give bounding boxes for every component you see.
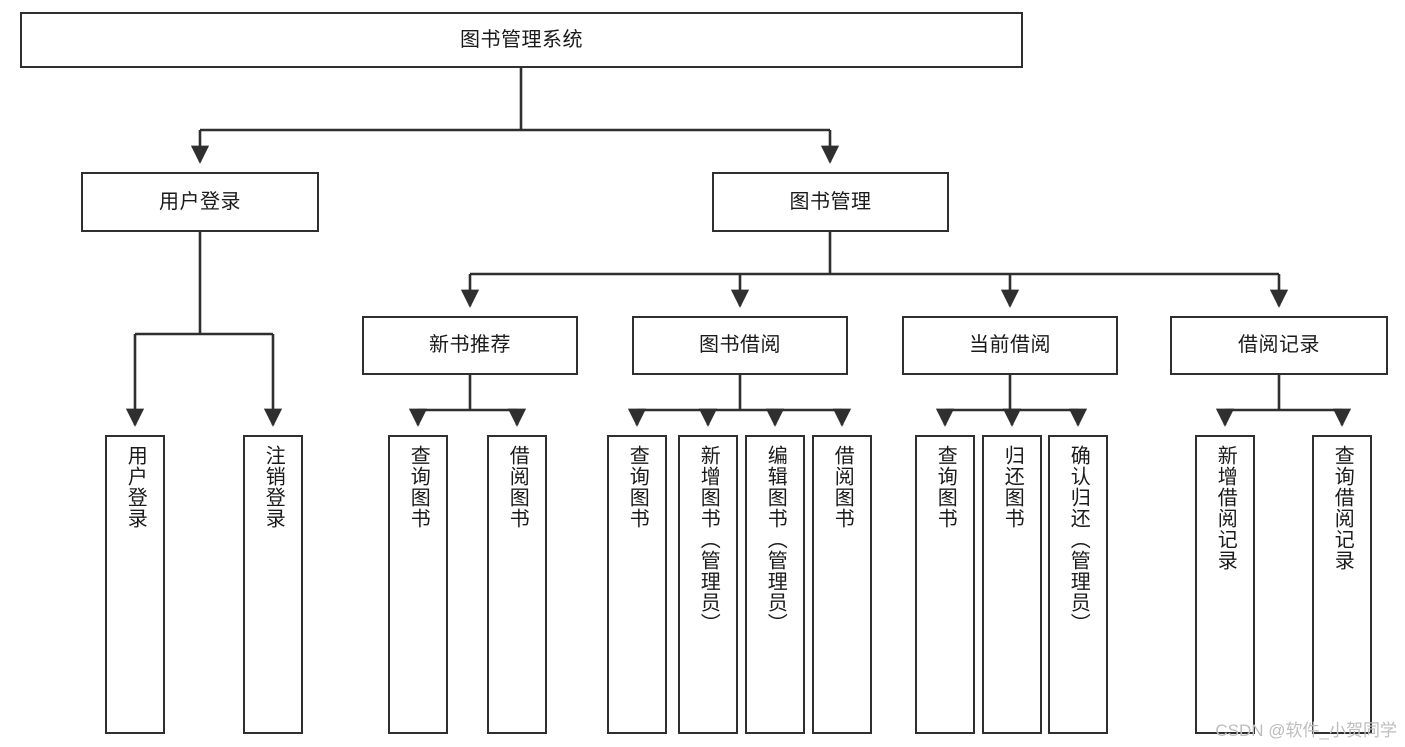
leaf-query-books-newbook[interactable]: 查询图书 [388,435,448,734]
node-book-management[interactable]: 图书管理 [712,172,949,232]
leaf-query-books-borrow[interactable]: 查询图书 [607,435,667,734]
leaf-borrow-books-label: 借阅图书 [831,445,854,529]
edges-borrowrecords-to-leaves [1215,375,1352,427]
leaf-confirm-return-admin-label: 确认归还（管理员） [1067,445,1090,634]
node-new-book-recommend[interactable]: 新书推荐 [362,316,578,375]
leaf-confirm-return-admin[interactable]: 确认归还（管理员） [1048,435,1108,734]
node-new-book-recommend-label: 新书推荐 [429,334,511,356]
node-borrow-records-label: 借阅记录 [1238,334,1320,356]
leaf-add-book-admin[interactable]: 新增图书（管理员） [678,435,738,734]
edges-newbooks-to-leaves [408,375,527,427]
leaf-logout-label: 注销登录 [262,445,285,529]
edges-borrowbooks-to-leaves [627,375,852,427]
leaf-add-borrow-record[interactable]: 新增借阅记录 [1195,435,1255,734]
edges-booksmgmt-to-level3 [460,232,1289,308]
edges-userlogin-to-leaves [125,232,283,427]
node-root-label: 图书管理系统 [460,28,583,51]
node-root[interactable]: 图书管理系统 [20,12,1023,68]
edges-root-to-level2 [190,68,840,164]
leaf-borrow-books-newbook-label: 借阅图书 [506,445,529,529]
node-book-borrow[interactable]: 图书借阅 [632,316,848,375]
node-user-login-label: 用户登录 [159,190,241,213]
node-current-borrow-label: 当前借阅 [969,334,1051,356]
leaf-edit-book-admin-label: 编辑图书（管理员） [764,445,787,634]
leaf-query-books-current[interactable]: 查询图书 [915,435,975,734]
leaf-return-books-label: 归还图书 [1001,445,1024,529]
leaf-borrow-books-newbook[interactable]: 借阅图书 [487,435,547,734]
leaf-edit-book-admin[interactable]: 编辑图书（管理员） [745,435,805,734]
leaf-borrow-books[interactable]: 借阅图书 [812,435,872,734]
node-user-login[interactable]: 用户登录 [81,172,319,232]
leaf-add-book-admin-label: 新增图书（管理员） [697,445,720,634]
leaf-query-books-newbook-label: 查询图书 [407,445,430,529]
leaf-return-books[interactable]: 归还图书 [982,435,1042,734]
node-book-borrow-label: 图书借阅 [699,334,781,356]
edges-currentborrow-to-leaves [935,375,1088,427]
leaf-query-borrow-record-label: 查询借阅记录 [1331,445,1354,571]
leaf-user-login[interactable]: 用户登录 [105,435,165,734]
leaf-user-login-label: 用户登录 [124,445,147,529]
leaf-query-books-current-label: 查询图书 [934,445,957,529]
leaf-query-books-borrow-label: 查询图书 [626,445,649,529]
node-book-management-label: 图书管理 [789,190,872,213]
node-current-borrow[interactable]: 当前借阅 [902,316,1118,375]
leaf-logout[interactable]: 注销登录 [243,435,303,734]
node-borrow-records[interactable]: 借阅记录 [1170,316,1388,375]
leaf-add-borrow-record-label: 新增借阅记录 [1214,445,1237,571]
leaf-query-borrow-record[interactable]: 查询借阅记录 [1312,435,1372,734]
